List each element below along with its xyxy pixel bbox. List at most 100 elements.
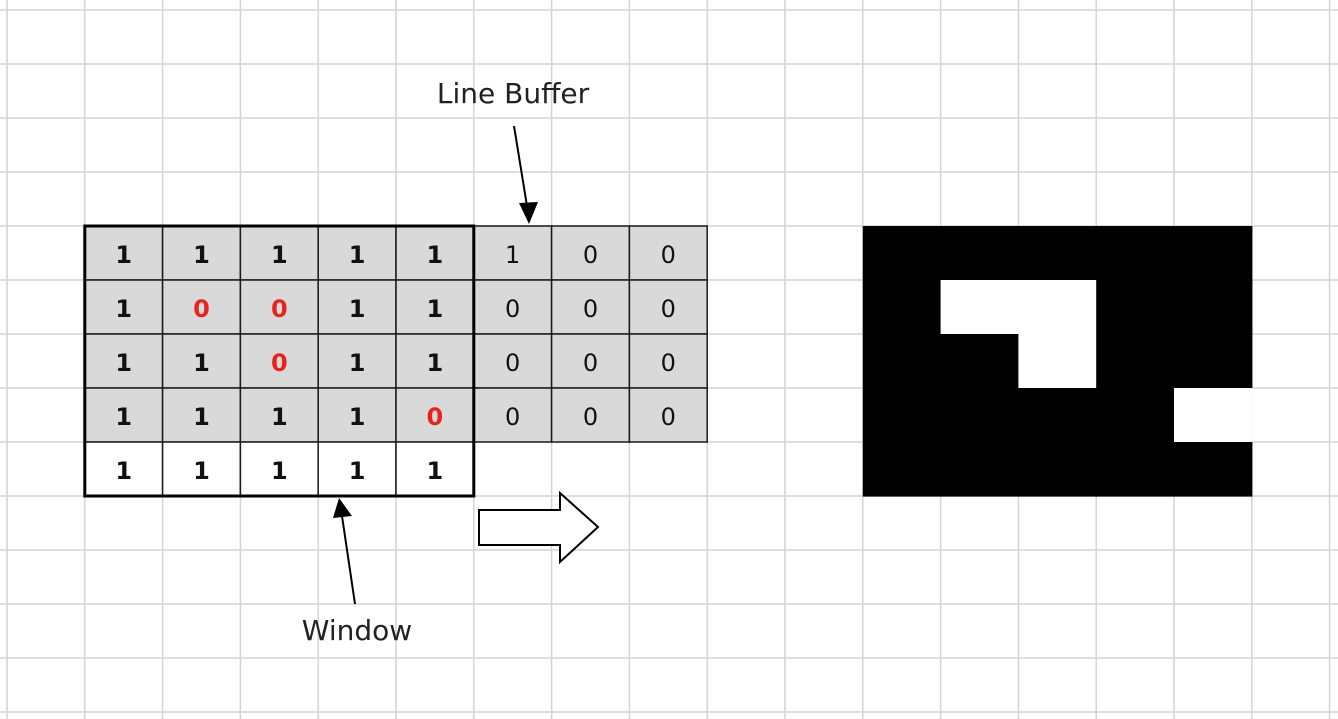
matrix-value: 0 <box>505 349 520 377</box>
binary-pixel-black <box>1174 334 1253 389</box>
matrix-cell <box>473 225 553 281</box>
window-outline <box>83 224 476 498</box>
matrix-value: 1 <box>349 349 366 377</box>
matrix-cell <box>239 387 319 443</box>
binary-pixel-black <box>1174 442 1253 497</box>
matrix-value: 1 <box>115 295 132 323</box>
matrix-cell <box>317 225 397 281</box>
matrix-value: 0 <box>583 295 598 323</box>
matrix-value: 1 <box>427 349 444 377</box>
matrix-cell <box>395 225 475 281</box>
binary-pixel-black <box>1018 388 1097 443</box>
matrix-value: 0 <box>661 349 676 377</box>
binary-pixel-black <box>1174 226 1253 281</box>
matrix-value-highlighted: 0 <box>427 403 444 431</box>
matrix-cell <box>161 333 242 389</box>
matrix-cell <box>161 441 242 497</box>
matrix-value: 1 <box>505 241 520 269</box>
binary-pixel-black <box>862 280 942 335</box>
window-label: Window <box>302 614 412 647</box>
matrix-cell <box>628 279 708 335</box>
matrix-value: 1 <box>427 295 444 323</box>
matrix-cell <box>628 225 708 281</box>
matrix-value: 1 <box>193 457 210 485</box>
window-arrow-head <box>333 498 352 518</box>
binary-pixel-black <box>940 226 1019 281</box>
binary-pixel-black <box>1096 280 1175 335</box>
matrix-cell <box>473 333 553 389</box>
binary-pixel-black <box>940 388 1019 443</box>
binary-pixel-white <box>1018 334 1097 389</box>
binary-pixel-black <box>862 442 942 497</box>
matrix-value-highlighted: 0 <box>271 349 288 377</box>
matrix-value: 1 <box>349 403 366 431</box>
binary-image-output <box>862 226 1253 497</box>
binary-pixel-white <box>940 280 1019 335</box>
matrix-value-highlighted: 0 <box>193 295 210 323</box>
binary-pixel-black <box>862 388 942 443</box>
matrix-cell <box>239 441 319 497</box>
matrix-cell <box>84 387 164 443</box>
line-buffer-arrow-head <box>519 202 538 224</box>
binary-pixel-black <box>940 442 1019 497</box>
window-arrow-shaft <box>341 515 356 605</box>
binary-pixel-black <box>1096 442 1175 497</box>
matrix-cell <box>395 441 475 497</box>
matrix-value: 0 <box>661 241 676 269</box>
matrix-cell <box>161 387 242 443</box>
matrix-cell <box>317 279 397 335</box>
matrix-cell <box>161 225 242 281</box>
matrix-value: 0 <box>505 403 520 431</box>
matrix-cell <box>239 279 319 335</box>
matrix-value: 1 <box>271 241 288 269</box>
matrix-value: 1 <box>115 241 132 269</box>
matrix-cell <box>550 387 631 443</box>
window-annotation: Window <box>302 498 412 647</box>
matrix-value: 0 <box>583 349 598 377</box>
matrix-cell <box>550 225 631 281</box>
matrix-value: 1 <box>193 241 210 269</box>
matrix-value: 0 <box>661 295 676 323</box>
binary-pixel-black <box>1096 226 1175 281</box>
matrix-value-highlighted: 0 <box>271 295 288 323</box>
line-buffer-arrow-shaft <box>513 125 528 207</box>
line-buffer-annotation: Line Buffer <box>437 77 590 224</box>
binary-pixel-black <box>1096 388 1175 443</box>
matrix-cell <box>84 225 164 281</box>
matrix-value: 1 <box>349 457 366 485</box>
matrix-cell <box>628 333 708 389</box>
binary-pixel-white <box>1174 388 1253 443</box>
matrix-value: 0 <box>583 403 598 431</box>
matrix-value: 1 <box>427 457 444 485</box>
binary-pixel-black <box>1018 226 1097 281</box>
matrix-value: 1 <box>271 403 288 431</box>
matrix-cell <box>395 387 475 443</box>
binary-pixel-black <box>862 226 942 281</box>
matrix-value: 0 <box>661 403 676 431</box>
matrix-cell <box>317 441 397 497</box>
line-buffer-label: Line Buffer <box>437 77 590 110</box>
matrix-value: 1 <box>193 403 210 431</box>
matrix-cell <box>317 333 397 389</box>
binary-pixel-black <box>1174 280 1253 335</box>
matrix-value: 1 <box>115 403 132 431</box>
matrix-cell <box>395 333 475 389</box>
binary-pixel-black <box>862 334 942 389</box>
right-arrow-icon <box>478 490 600 565</box>
matrix-value: 0 <box>505 295 520 323</box>
binary-pixel-black <box>1096 334 1175 389</box>
matrix-value: 1 <box>349 241 366 269</box>
matrix-value: 1 <box>349 295 366 323</box>
matrix-value: 1 <box>427 241 444 269</box>
matrix-value: 1 <box>271 457 288 485</box>
binary-pixel-white <box>1018 280 1097 335</box>
matrix-value: 0 <box>583 241 598 269</box>
matrix-cell <box>473 387 553 443</box>
matrix-value: 1 <box>193 349 210 377</box>
matrix-value: 1 <box>115 457 132 485</box>
binary-pixel-black <box>1018 442 1097 497</box>
binary-pixel-black <box>940 334 1019 389</box>
matrix-cell <box>550 279 631 335</box>
